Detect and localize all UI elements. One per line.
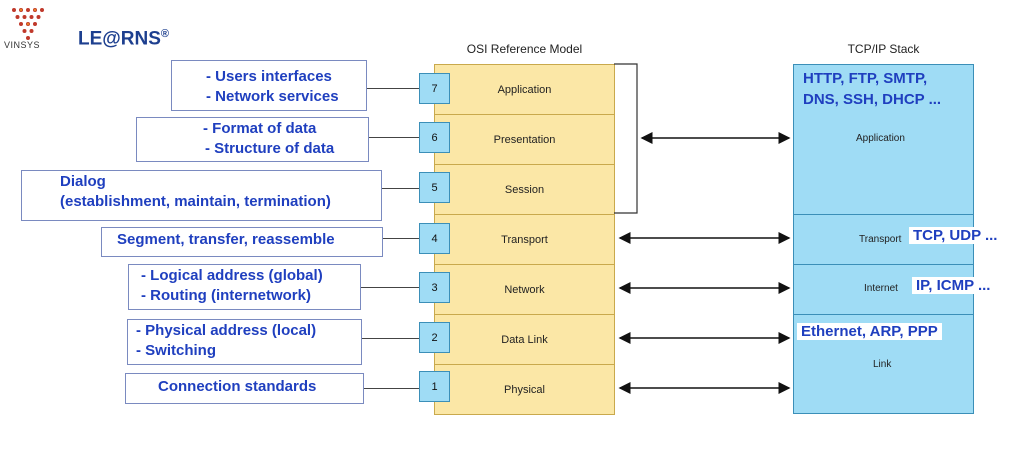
tcpip-application-label: Application bbox=[856, 133, 905, 144]
desc-physical: Connection standards bbox=[125, 373, 364, 404]
desc-line: - Routing (internetwork) bbox=[141, 287, 311, 304]
osi-layer-label: Session bbox=[504, 183, 545, 196]
desc-network: - Logical address (global) - Routing (in… bbox=[128, 264, 361, 310]
osi-layer-label: Network bbox=[504, 283, 545, 296]
connector-line bbox=[362, 338, 419, 339]
osi-layer-label: Data Link bbox=[501, 333, 548, 346]
tcpip-link-label: Link bbox=[873, 359, 892, 370]
tcpip-divider bbox=[794, 264, 973, 265]
vinsys-logo-icon bbox=[12, 8, 44, 40]
layer-number-6: 6 bbox=[419, 122, 450, 153]
layer-number-4: 4 bbox=[419, 223, 450, 254]
application-protocols-line1: HTTP, FTP, SMTP, bbox=[803, 70, 928, 87]
learns-logo-text: LE@RNS bbox=[78, 28, 161, 50]
connector-line bbox=[369, 137, 419, 138]
desc-line: - Logical address (global) bbox=[141, 267, 323, 284]
tcpip-transport-label: Transport bbox=[859, 234, 902, 245]
application-protocols: HTTP, FTP, SMTP, DNS, SSH, DHCP ... bbox=[803, 68, 941, 110]
desc-line: (establishment, maintain, termination) bbox=[60, 193, 331, 210]
connector-line bbox=[367, 88, 419, 89]
internet-protocols: IP, ICMP ... bbox=[912, 277, 995, 294]
osi-layer-session: Session bbox=[434, 164, 615, 215]
link-protocols: Ethernet, ARP, PPP bbox=[797, 323, 942, 340]
desc-session: Dialog (establishment, maintain, termina… bbox=[21, 170, 382, 221]
osi-layer-physical: Physical bbox=[434, 364, 615, 415]
upper-layers-bracket bbox=[614, 63, 638, 214]
desc-datalink: - Physical address (local) - Switching bbox=[127, 319, 362, 365]
registered-mark: ® bbox=[160, 28, 170, 40]
desc-line: - Network services bbox=[206, 88, 339, 105]
tcpip-internet-label: Internet bbox=[864, 283, 898, 294]
layer-number-2: 2 bbox=[419, 322, 450, 353]
desc-application: - Users interfaces - Network services bbox=[171, 60, 367, 111]
osi-layer-datalink: Data Link bbox=[434, 314, 615, 365]
osi-layer-presentation: Presentation bbox=[434, 114, 615, 165]
osi-title: OSI Reference Model bbox=[466, 42, 583, 56]
desc-line: - Format of data bbox=[203, 120, 317, 137]
connector-line bbox=[364, 388, 419, 389]
osi-layer-application: Application bbox=[434, 64, 615, 115]
layer-number-7: 7 bbox=[419, 73, 450, 104]
desc-line: Segment, transfer, reassemble bbox=[117, 231, 335, 248]
desc-line: Connection standards bbox=[158, 378, 317, 395]
osi-layer-network: Network bbox=[434, 264, 615, 315]
osi-layer-label: Application bbox=[497, 83, 552, 96]
tcpip-divider bbox=[794, 214, 973, 215]
osi-layer-label: Physical bbox=[504, 383, 545, 396]
layer-number-1: 1 bbox=[419, 371, 450, 402]
desc-transport: Segment, transfer, reassemble bbox=[101, 227, 383, 257]
vinsys-logo-text: VINSYS bbox=[4, 40, 41, 50]
osi-layer-label: Presentation bbox=[493, 133, 556, 146]
tcpip-divider bbox=[794, 314, 973, 315]
layer-number-3: 3 bbox=[419, 272, 450, 303]
desc-line: - Switching bbox=[136, 342, 216, 359]
osi-stack: Application Presentation Session Transpo… bbox=[434, 64, 615, 415]
connector-line bbox=[361, 287, 419, 288]
connector-line bbox=[382, 188, 419, 189]
desc-line: - Physical address (local) bbox=[136, 322, 317, 339]
learns-logo: LE@RNS® bbox=[78, 28, 169, 50]
application-protocols-line2: DNS, SSH, DHCP ... bbox=[803, 91, 942, 108]
desc-line: - Users interfaces bbox=[206, 68, 332, 85]
connector-line bbox=[383, 238, 419, 239]
layer-number-5: 5 bbox=[419, 172, 450, 203]
osi-layer-label: Transport bbox=[501, 233, 548, 246]
desc-line: Dialog bbox=[60, 173, 106, 190]
transport-protocols: TCP, UDP ... bbox=[909, 227, 1002, 244]
desc-line: - Structure of data bbox=[205, 140, 335, 157]
tcpip-title: TCP/IP Stack bbox=[847, 42, 920, 56]
desc-presentation: - Format of data - Structure of data bbox=[136, 117, 369, 162]
